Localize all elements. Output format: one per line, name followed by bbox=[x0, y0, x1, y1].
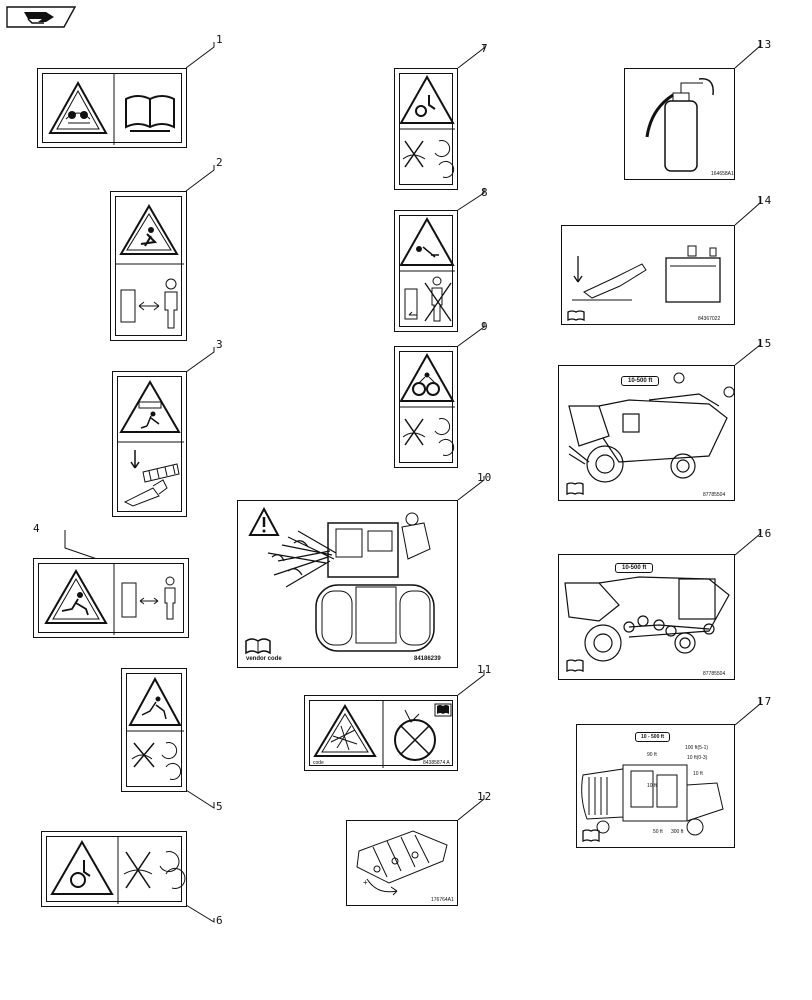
callout-number: 15 bbox=[757, 337, 773, 350]
callout-number: 10 bbox=[477, 471, 493, 484]
operator-manual-icon bbox=[566, 482, 584, 496]
warning-triangle-icon bbox=[50, 839, 114, 895]
keep-distance-icon bbox=[120, 278, 178, 329]
decal-10[interactable]: vendor code 84186239 bbox=[237, 500, 458, 668]
decal-9[interactable] bbox=[394, 346, 458, 468]
forward-arrow-icon[interactable] bbox=[6, 6, 77, 28]
warning-triangle-icon bbox=[48, 80, 108, 134]
safety-alert-icon bbox=[248, 506, 280, 536]
callout-number: 6 bbox=[216, 914, 224, 927]
callout-number: 7 bbox=[481, 42, 489, 55]
decal-11[interactable]: code 84385874 A bbox=[304, 695, 458, 771]
warning-triangle-icon bbox=[119, 380, 181, 433]
height-label: 300 ft bbox=[671, 829, 684, 835]
warning-triangle-icon bbox=[399, 74, 455, 124]
keep-distance-icon bbox=[121, 576, 176, 620]
height-label: 10 ft bbox=[693, 771, 703, 777]
callout-number: 12 bbox=[477, 790, 493, 803]
callout-number: 11 bbox=[477, 663, 493, 676]
range-label: 10 - 500 ft bbox=[635, 732, 671, 742]
decal-code: 87785504 bbox=[703, 492, 726, 498]
callout-number: 4 bbox=[33, 522, 41, 535]
decal-13[interactable]: 164658A1 bbox=[624, 68, 735, 180]
warning-triangle-icon bbox=[313, 704, 377, 757]
decal-footer-left: vendor code bbox=[246, 656, 282, 662]
callout-number: 13 bbox=[757, 38, 773, 51]
decal-14[interactable]: 84367022 bbox=[561, 225, 735, 325]
decal-3[interactable] bbox=[112, 371, 187, 517]
operator-manual-icon bbox=[125, 95, 175, 132]
decal-7[interactable] bbox=[394, 68, 458, 190]
decal-5[interactable] bbox=[121, 668, 187, 792]
decal-2[interactable] bbox=[110, 191, 187, 341]
warning-triangle-icon bbox=[399, 352, 455, 402]
decal-code: 176764A1 bbox=[431, 897, 454, 903]
fire-extinguisher-icon bbox=[645, 78, 714, 172]
rotating-parts-icon bbox=[123, 851, 186, 889]
range-label: 10-500 ft bbox=[615, 563, 654, 573]
decal-code: 87785504 bbox=[703, 671, 726, 677]
rotating-parts-icon bbox=[131, 742, 182, 780]
callout-number: 17 bbox=[757, 695, 773, 708]
height-label: 100 ft(5-1) bbox=[685, 745, 709, 751]
decal-code: 164658A1 bbox=[711, 171, 734, 177]
callout-number: 1 bbox=[216, 33, 224, 46]
operator-manual-icon bbox=[434, 703, 452, 717]
decal-8[interactable] bbox=[394, 210, 458, 332]
callout-number: 3 bbox=[216, 338, 224, 351]
height-label: 10 ft(0-3) bbox=[687, 755, 708, 761]
warning-triangle-icon bbox=[128, 676, 182, 726]
range-label: 10-500 ft bbox=[621, 376, 660, 386]
decal-16[interactable]: 10-500 ft 87785504 bbox=[558, 554, 735, 680]
callout-number: 9 bbox=[481, 320, 489, 333]
height-label: 90 ft bbox=[647, 752, 657, 758]
decal-footer-right: 84385874 A bbox=[423, 760, 450, 766]
warning-triangle-icon bbox=[44, 568, 108, 624]
operator-manual-icon bbox=[567, 310, 585, 322]
callout-number: 8 bbox=[481, 186, 489, 199]
rotating-parts-icon bbox=[402, 140, 455, 178]
height-label: 50 ft bbox=[653, 829, 663, 835]
decal-1[interactable] bbox=[37, 68, 187, 148]
warning-triangle-icon bbox=[399, 216, 455, 266]
callout-number: 5 bbox=[216, 800, 224, 813]
decal-15[interactable]: 10-500 ft 87785504 bbox=[558, 365, 735, 501]
decal-17[interactable]: 10 - 500 ft 90 ft 10 ft 100 ft(5-1) 10 f… bbox=[576, 724, 735, 848]
callout-number: 16 bbox=[757, 527, 773, 540]
decal-4[interactable] bbox=[33, 558, 189, 638]
height-label: 10 ft bbox=[647, 783, 657, 789]
decal-footer-right: 84186239 bbox=[414, 656, 441, 662]
decal-6[interactable] bbox=[41, 831, 187, 907]
decal-code: 84367022 bbox=[698, 316, 721, 322]
rotating-parts-icon bbox=[402, 418, 455, 456]
operator-manual-icon bbox=[566, 659, 584, 673]
warning-triangle-icon bbox=[119, 204, 179, 255]
decal-12[interactable]: + 176764A1 bbox=[346, 820, 458, 906]
operator-manual-icon bbox=[245, 638, 271, 655]
callout-number: 2 bbox=[216, 156, 224, 169]
svg-text:+: + bbox=[363, 878, 368, 887]
operator-manual-icon bbox=[582, 829, 600, 843]
decal-footer-left: code bbox=[313, 760, 324, 766]
callout-number: 14 bbox=[757, 194, 773, 207]
